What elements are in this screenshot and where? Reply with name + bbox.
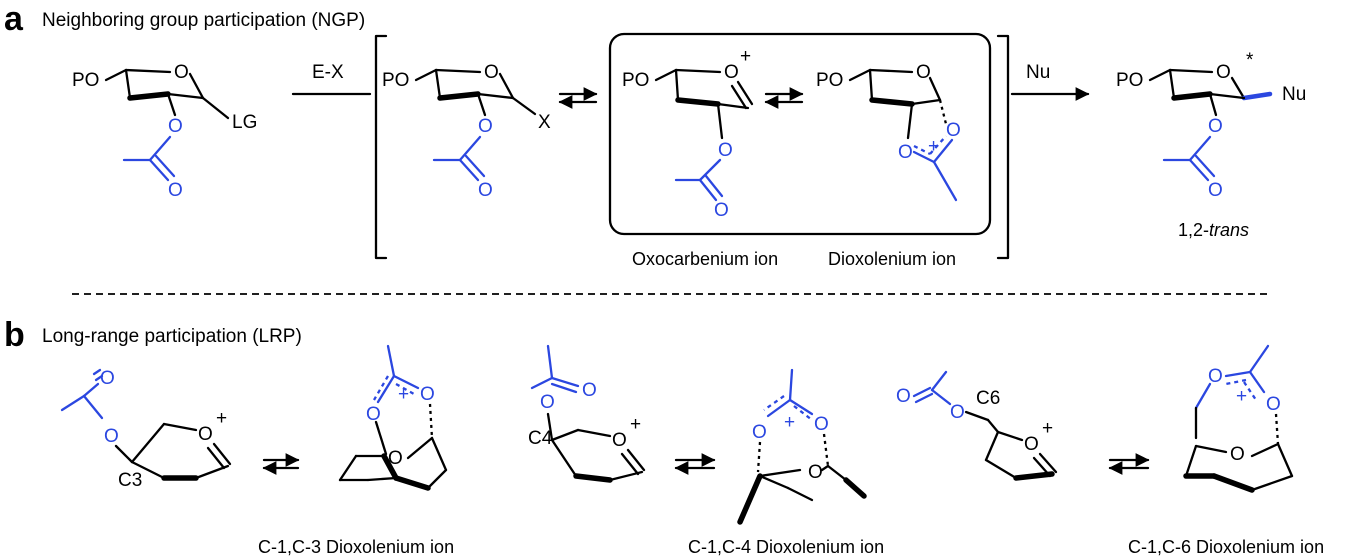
svg-text:PO: PO xyxy=(382,70,409,91)
svg-text:PO: PO xyxy=(1116,70,1143,91)
svg-text:PO: PO xyxy=(816,70,843,91)
svg-text:+: + xyxy=(398,384,409,405)
svg-text:O: O xyxy=(916,62,931,83)
svg-text:O: O xyxy=(1266,394,1281,415)
svg-text:O: O xyxy=(814,414,829,435)
label-product: 1,2-trans xyxy=(1178,220,1249,240)
svg-text:+: + xyxy=(784,412,795,433)
equilibrium-arrow-b2 xyxy=(674,453,716,475)
svg-text:O: O xyxy=(540,392,555,413)
activated-donor: PO O X O O xyxy=(382,62,551,201)
c13-dioxolenium-ion: + O O O xyxy=(338,344,448,491)
svg-text:O: O xyxy=(420,384,435,405)
svg-text:O: O xyxy=(946,120,961,141)
intermediates-box xyxy=(608,32,992,236)
dioxolenium-ion: PO O O O + xyxy=(816,62,961,202)
svg-text:PO: PO xyxy=(72,70,99,91)
svg-text:C3: C3 xyxy=(118,470,142,491)
c14-dioxolenium-ion: + O O O xyxy=(737,368,867,525)
label-dioxolenium: Dioxolenium ion xyxy=(828,249,956,269)
equilibrium-arrow-b3 xyxy=(1108,453,1150,475)
svg-text:+: + xyxy=(928,136,939,157)
svg-text:O: O xyxy=(478,180,493,201)
svg-text:+: + xyxy=(1042,418,1053,439)
svg-text:O: O xyxy=(1216,62,1231,83)
label-c16-dioxolenium: C-1,C-6 Dioxolenium ion xyxy=(1128,537,1324,557)
oxocarbenium-ion: PO O + O O xyxy=(622,46,754,221)
svg-text:O: O xyxy=(168,180,183,201)
svg-text:O: O xyxy=(898,142,913,163)
svg-text:O: O xyxy=(950,402,965,423)
equilibrium-arrow-2 xyxy=(764,87,804,109)
c16-dioxolenium-ion: + O O O xyxy=(1183,344,1294,493)
label-c14-dioxolenium: C-1,C-4 Dioxolenium ion xyxy=(688,537,884,557)
equilibrium-arrow-b1 xyxy=(262,453,300,475)
panel-a-title: Neighboring group participation (NGP) xyxy=(42,10,365,31)
panel-a-letter: a xyxy=(4,0,24,38)
svg-text:O: O xyxy=(724,62,739,83)
svg-text:O: O xyxy=(366,404,381,425)
svg-text:O: O xyxy=(388,448,403,469)
svg-text:+: + xyxy=(740,46,751,67)
svg-text:Nu: Nu xyxy=(1282,84,1306,105)
svg-text:+: + xyxy=(1236,386,1247,407)
svg-text:PO: PO xyxy=(622,70,649,91)
equilibrium-arrow-1 xyxy=(558,87,598,109)
reagent-nu: Nu xyxy=(1026,62,1050,83)
svg-text:X: X xyxy=(538,112,551,133)
svg-text:O: O xyxy=(896,386,911,407)
bracket-left xyxy=(374,34,388,260)
label-c13-dioxolenium: C-1,C-3 Dioxolenium ion xyxy=(258,537,454,557)
panel-b-title: Long-range participation (LRP) xyxy=(42,326,302,347)
svg-text:O: O xyxy=(1024,434,1039,455)
panel-b-letter: b xyxy=(4,316,25,354)
svg-text:LG: LG xyxy=(232,112,257,133)
svg-text:O: O xyxy=(198,424,213,445)
svg-text:O: O xyxy=(174,62,189,83)
svg-text:C6: C6 xyxy=(976,388,1000,409)
svg-text:O: O xyxy=(478,116,493,137)
svg-text:O: O xyxy=(100,368,115,389)
trans-glycoside-product: PO O * Nu O O xyxy=(1116,50,1306,201)
svg-text:O: O xyxy=(484,62,499,83)
svg-text:+: + xyxy=(216,408,227,429)
glycosyl-donor: PO O LG O O xyxy=(72,62,257,201)
svg-text:O: O xyxy=(808,462,823,483)
svg-text:O: O xyxy=(1208,366,1223,387)
svg-text:O: O xyxy=(752,422,767,443)
c4-acetyl-oxocarbenium: O O C4 O + xyxy=(528,344,646,483)
label-oxocarbenium: Oxocarbenium ion xyxy=(632,249,778,269)
svg-text:O: O xyxy=(718,140,733,161)
svg-text:O: O xyxy=(1208,180,1223,201)
svg-text:+: + xyxy=(630,414,641,435)
reagent-ex: E-X xyxy=(312,62,344,83)
svg-text:O: O xyxy=(1230,444,1245,465)
svg-text:O: O xyxy=(168,116,183,137)
svg-text:O: O xyxy=(582,380,597,401)
svg-text:*: * xyxy=(1246,50,1254,71)
svg-text:O: O xyxy=(1208,116,1223,137)
c6-acetyl-oxocarbenium: O O C6 O + xyxy=(896,370,1058,481)
svg-text:O: O xyxy=(104,426,119,447)
svg-text:O: O xyxy=(612,430,627,451)
svg-text:O: O xyxy=(714,200,729,221)
svg-text:C4: C4 xyxy=(528,428,553,449)
bracket-right xyxy=(996,34,1010,260)
c3-acetyl-oxocarbenium: O O C3 O + xyxy=(60,368,232,491)
